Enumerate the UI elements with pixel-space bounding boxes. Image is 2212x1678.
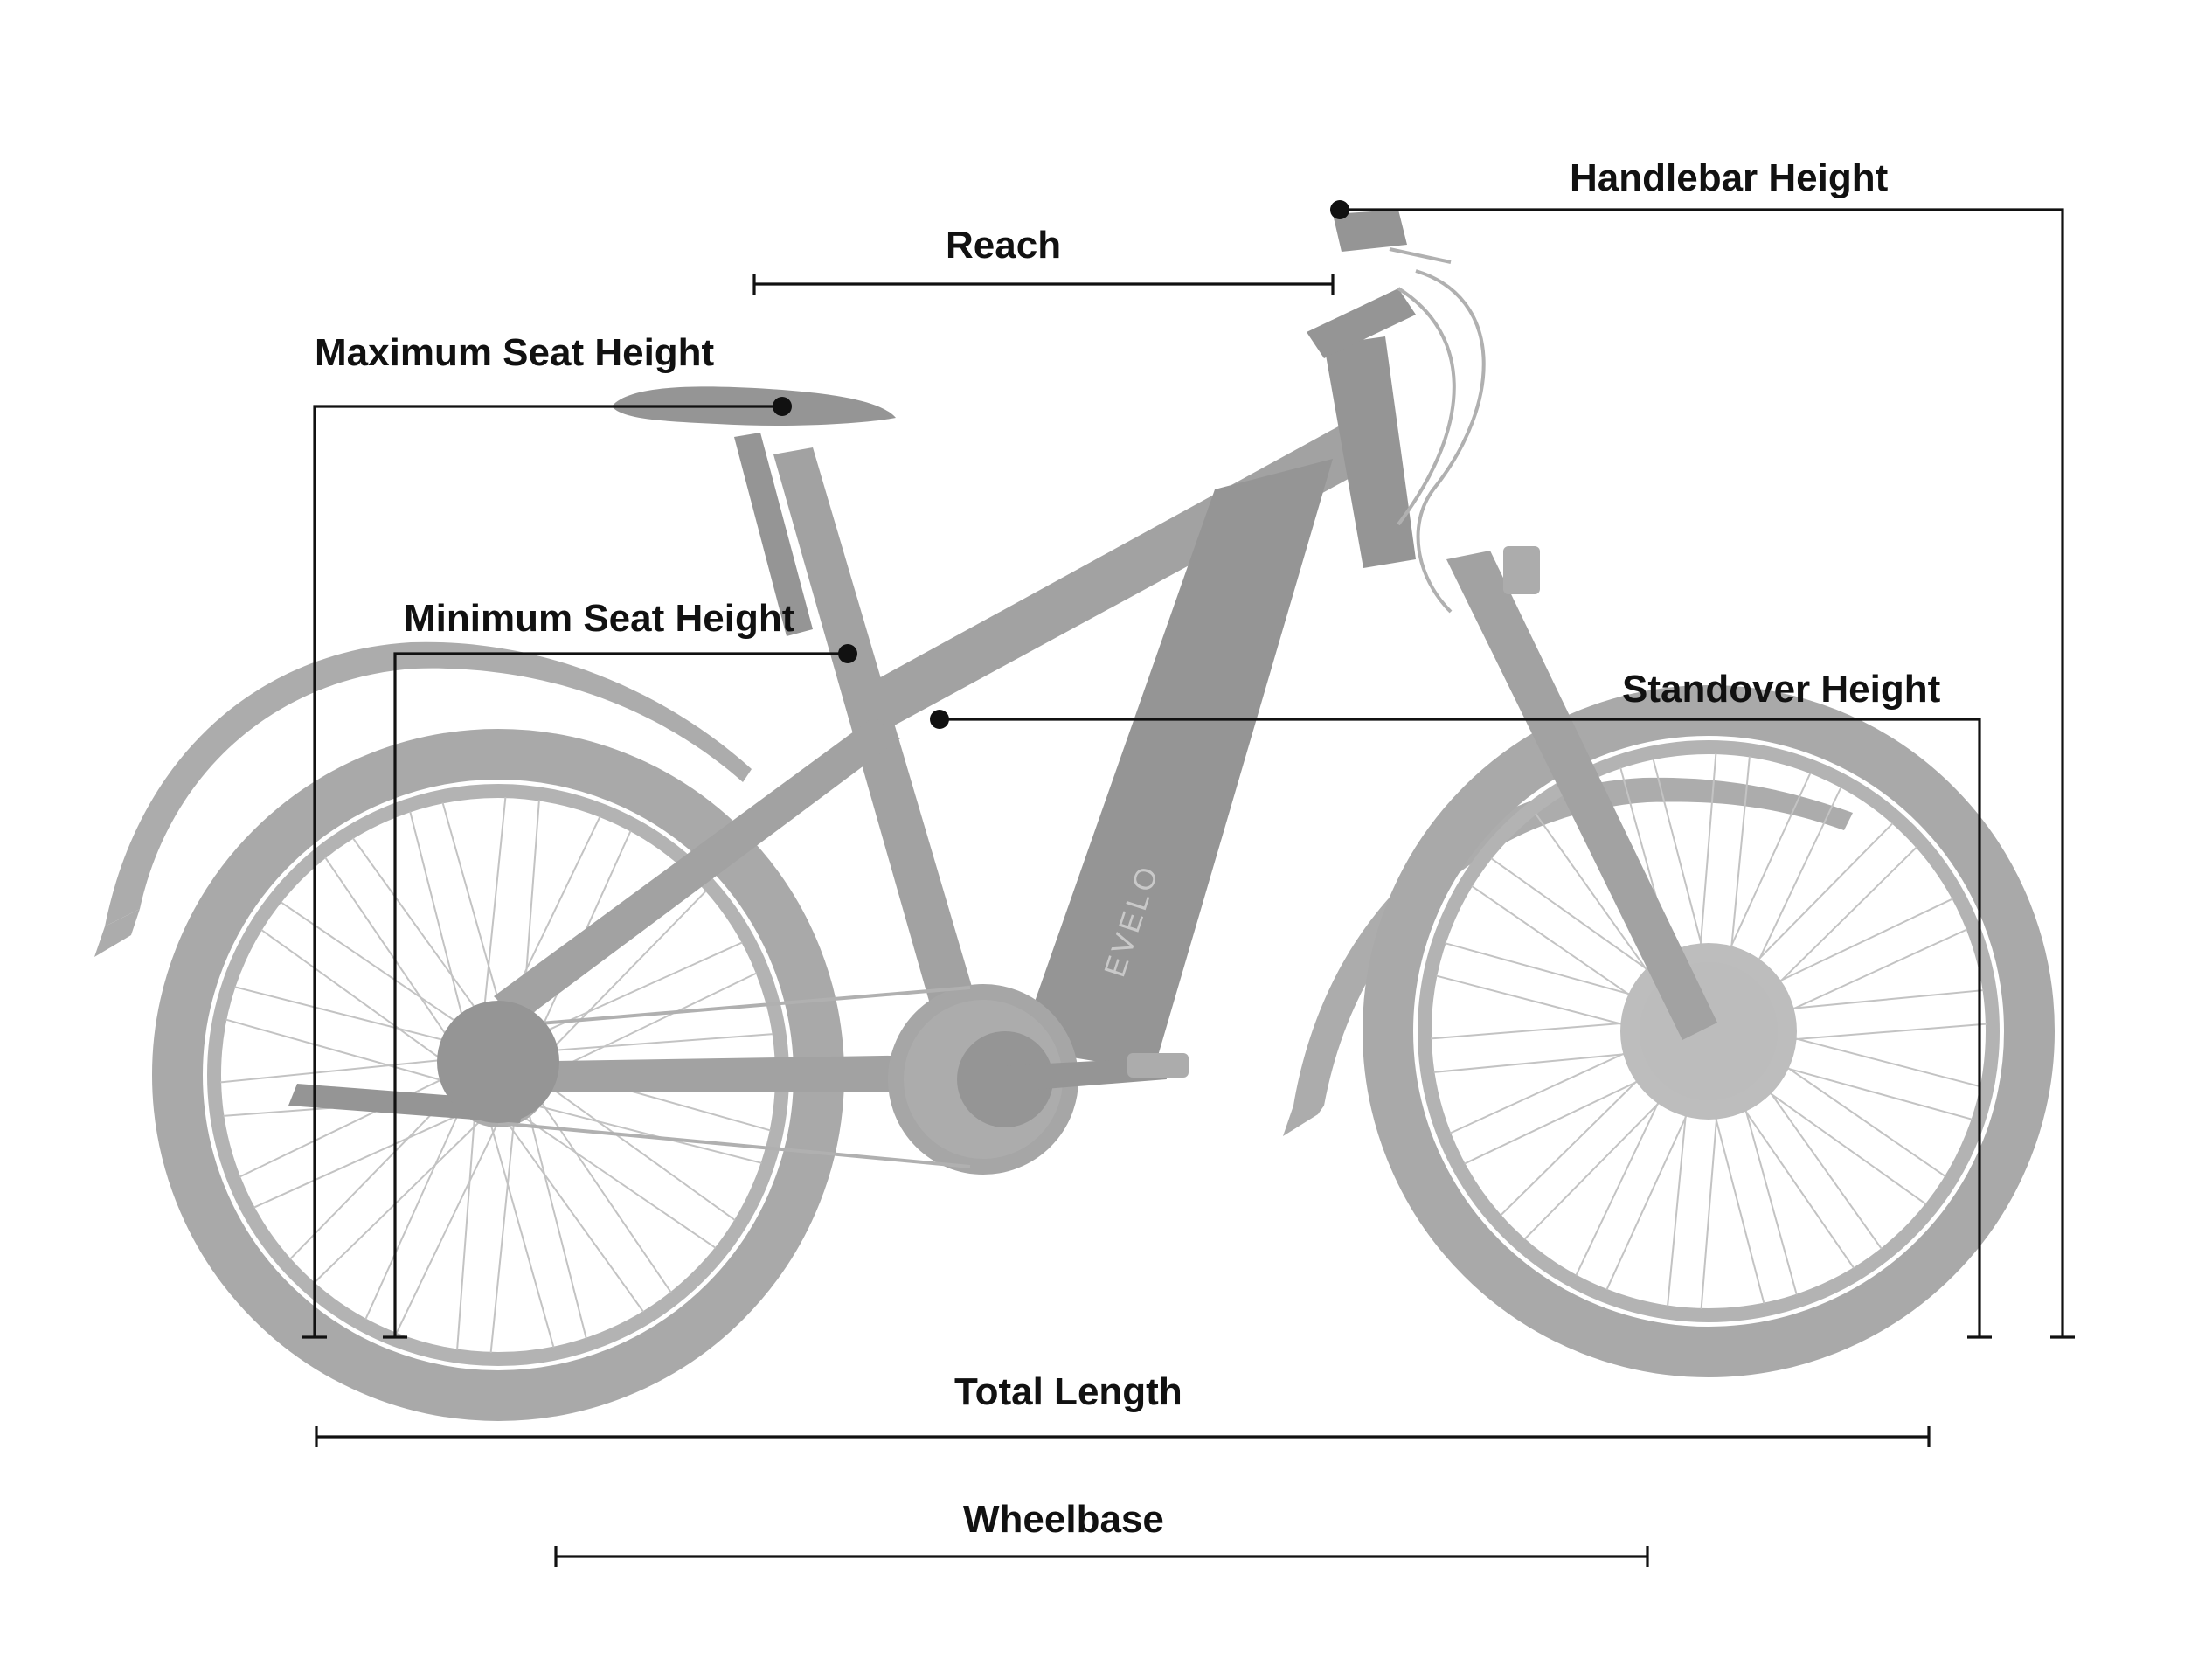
belt-drive [497,986,971,1168]
maximum-seat-height-dimension: Maximum Seat Height [302,331,792,1339]
handlebar-grip [1333,210,1407,252]
spoke [395,1108,505,1335]
down-tube-battery [1018,459,1333,1071]
fork [1446,551,1717,1040]
top-tube [856,415,1385,734]
front-mudflap [1283,1106,1324,1136]
spoke [510,1106,717,1249]
seat-post [734,433,813,636]
spoke [364,1092,469,1320]
front-wheel [1363,685,2055,1377]
standover-height-marker [930,710,949,729]
reach-label: Reach [946,224,1061,267]
handlebar-height-label: Handlebar Height [1570,156,1889,199]
spoke [456,1101,477,1350]
spoke [489,1105,517,1353]
spoke [531,890,707,1070]
spoke [485,1107,555,1348]
handlebar-brake-lever [1389,247,1452,264]
wheelbase-dimension: Wheelbase [554,1498,1649,1567]
shift-cable [1397,287,1456,526]
spoke [524,1097,587,1339]
minimum-seat-height-label: Minimum Seat Height [404,597,795,640]
dimension-annotations: Handlebar Height Reach Maximum Seat Heig… [302,156,2075,1567]
head-tube [1324,336,1416,568]
spoke [532,1074,736,1222]
spoke [234,986,476,1050]
rear-hub-gear [437,1001,559,1123]
headlight [1503,546,1540,594]
standover-height-label: Standover Height [1622,668,1941,711]
maximum-seat-height-label: Maximum Seat Height [315,331,715,374]
spoke [253,1104,482,1209]
pedal [1127,1053,1189,1078]
rear-mudflap [94,909,140,957]
handlebar-height-marker [1330,200,1349,219]
minimum-seat-height-dimension: Minimum Seat Height [383,597,857,1339]
spoke [524,1033,773,1054]
standover-height-dimension: Standover Height [930,668,1992,1339]
total-length-label: Total Length [954,1370,1182,1413]
rear-fender [105,641,752,926]
minimum-seat-height-marker [838,644,857,663]
spoke [515,941,743,1046]
spoke [409,811,473,1053]
spoke [239,1068,465,1178]
brake-cable [1415,269,1486,614]
crank-arm [996,1057,1167,1092]
spoke [313,1108,493,1284]
spoke [225,1018,466,1088]
bike-illustration: EVELO [94,210,2055,1421]
stem [1307,288,1416,358]
spoke [497,1109,645,1313]
total-length-dimension: Total Length [315,1370,1931,1447]
spoke [520,1100,762,1164]
handlebar-height-dimension: Handlebar Height [1330,156,2075,1339]
spoke [530,1086,672,1293]
reach-dimension: Reach [752,224,1335,295]
seat-stay [494,717,900,1023]
wheelbase-label: Wheelbase [963,1498,1164,1541]
spoke [260,928,464,1076]
spoke [220,1057,468,1084]
maximum-seat-height-marker [773,397,792,416]
